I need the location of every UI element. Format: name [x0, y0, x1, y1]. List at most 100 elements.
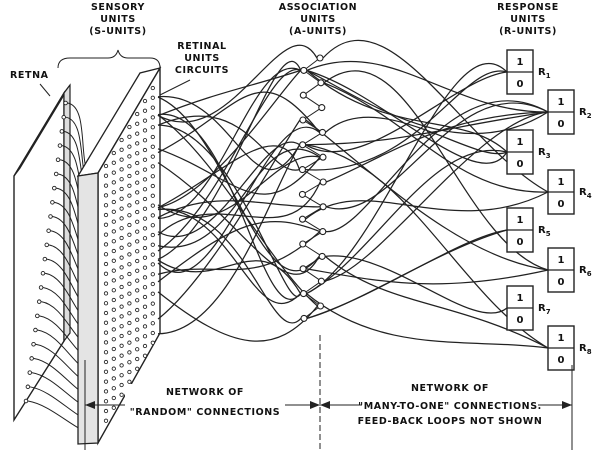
sensory-unit-dot — [135, 239, 140, 244]
sensory-unit-dot — [135, 337, 140, 342]
retina-receptor — [50, 200, 55, 205]
sensory-unit-dot — [119, 343, 124, 348]
sensory-unit-dot — [142, 285, 148, 290]
sensory-unit-dot — [127, 193, 132, 198]
many-to-one-connection — [305, 119, 549, 271]
sensory-unit-dot — [127, 301, 132, 306]
retina-receptor — [63, 100, 68, 106]
association-unit — [317, 277, 325, 285]
association-link — [302, 218, 324, 233]
sensory-unit-dot — [119, 216, 124, 221]
sensory-unit-dot — [142, 108, 148, 113]
association-link — [303, 280, 322, 295]
many-to-one-connection — [305, 268, 549, 285]
sensory-unit-dot — [111, 376, 116, 381]
response-unit-on: 1 — [517, 137, 524, 148]
retina-receptor — [53, 171, 59, 177]
random-connection — [157, 44, 318, 123]
association-link — [302, 144, 324, 158]
response-unit-label: R5 — [538, 225, 551, 238]
response-unit-off: 0 — [558, 199, 565, 210]
sensory-unit-dot — [150, 291, 155, 296]
sensory-unit-dot — [135, 121, 140, 126]
sensory-unit-dot — [127, 183, 132, 188]
retina-receptor — [25, 384, 31, 390]
sensory-unit-dot — [119, 265, 124, 270]
sensory-unit-dot — [111, 170, 116, 175]
sensory-unit-dot — [111, 268, 116, 273]
sensory-unit-dot — [150, 340, 155, 345]
sensory-brace — [57, 49, 161, 69]
sensory-unit-dot — [111, 386, 116, 391]
random-connection — [157, 220, 321, 283]
sensory-unit-dot — [127, 360, 132, 365]
many-to-one-connection — [325, 102, 549, 210]
sensory-unit-dot — [111, 229, 116, 234]
response-unit-off: 0 — [517, 315, 524, 326]
sensory-unit-dot — [111, 190, 116, 195]
sensory-unit-dot — [127, 262, 132, 267]
random-connection — [157, 291, 318, 342]
retina-receptor — [61, 114, 66, 120]
sensory-unit-dot — [119, 226, 124, 231]
sensory-unit-dot — [150, 174, 155, 179]
sensory-unit-dot — [135, 278, 140, 283]
sensory-unit-dot — [150, 301, 155, 306]
response-unit-off: 0 — [517, 237, 524, 248]
svg-text:ASSOCIATION: ASSOCIATION — [279, 2, 357, 13]
sensory-unit-dot — [150, 183, 155, 189]
sensory-unit-dot — [103, 320, 109, 325]
sensory-unit-dot — [119, 196, 124, 201]
sensory-unit-dot — [127, 144, 132, 149]
sensory-unit-dot — [127, 222, 132, 228]
svg-text:UNITS: UNITS — [100, 14, 136, 25]
sensory-unit-dot — [103, 242, 109, 247]
sensory-unit-dot — [103, 399, 109, 404]
sensory-unit-dot — [135, 258, 140, 264]
sensory-unit-dot — [127, 164, 132, 169]
sensory-unit-dot — [150, 321, 155, 326]
association-unit — [319, 153, 327, 161]
sensory-unit-dot — [119, 147, 124, 152]
sensory-unit-dot — [142, 128, 148, 133]
association-link — [302, 243, 323, 257]
random-connection — [157, 69, 301, 117]
sensory-unit-dot — [142, 177, 148, 182]
response-unit-label: R1 — [538, 67, 551, 80]
random-connection — [157, 231, 321, 275]
sensory-unit-dot — [142, 187, 148, 192]
association-link — [302, 131, 323, 146]
sensory-unit-dot — [119, 284, 124, 290]
sensory-unit-dot — [127, 271, 132, 277]
sensory-unit-dot — [150, 311, 155, 316]
sensory-unit-dot — [103, 359, 109, 365]
sensory-unit-dot — [119, 255, 124, 260]
sensory-unit-dot — [111, 150, 116, 156]
retina-receptor — [36, 299, 42, 304]
network-random-label: NETWORK OF "RANDOM" CONNECTIONS — [125, 384, 285, 418]
sensory-unit-dot — [150, 252, 155, 257]
sensory-unit-dot — [142, 138, 148, 143]
response-unit-on: 1 — [558, 177, 565, 188]
sensory-unit-dot — [142, 206, 148, 211]
sensory-unit-dot — [127, 379, 132, 384]
svg-text:UNITS: UNITS — [184, 53, 220, 64]
response-unit-on: 1 — [558, 333, 565, 344]
sensory-unit-dot — [111, 356, 116, 361]
response-unit-off: 0 — [517, 159, 524, 170]
many-to-one-connections — [305, 40, 549, 349]
sensory-unit-dot — [119, 206, 124, 211]
retna-label: RETNA — [10, 70, 49, 81]
svg-text:"MANY-TO-ONE" CONNECTIONS.: "MANY-TO-ONE" CONNECTIONS. — [358, 401, 542, 412]
sensory-unit-dot — [111, 248, 116, 254]
sensory-unit-dot — [103, 261, 109, 267]
sensory-unit-dot — [142, 353, 148, 358]
sensory-unit-dot — [150, 144, 155, 149]
sensory-unit-dot — [135, 249, 140, 254]
random-connection — [157, 200, 321, 219]
association-unit — [299, 91, 307, 99]
sensory-unit-dot — [135, 317, 140, 322]
sensory-unit-dot — [135, 131, 140, 136]
association-unit — [319, 178, 327, 186]
